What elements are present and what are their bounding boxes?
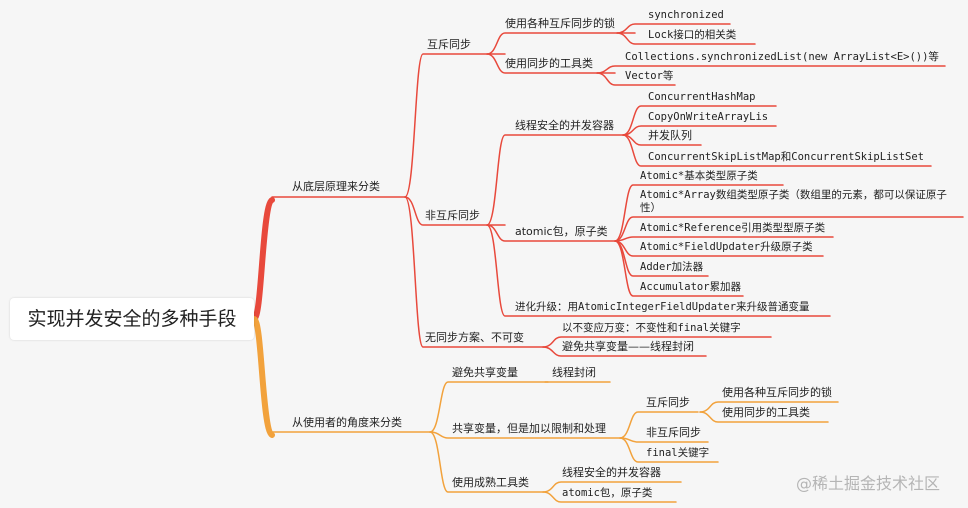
node-mutex-locks[interactable]: 使用各种互斥同步的锁 bbox=[505, 17, 615, 30]
branch-underlying-principle[interactable]: 从底层原理来分类 bbox=[292, 180, 380, 193]
leaf-skip-list[interactable]: ConcurrentSkipListMap和ConcurrentSkipList… bbox=[648, 151, 925, 163]
link-mutex-2 bbox=[619, 411, 699, 439]
node-non-mutex-2[interactable]: 非互斥同步 bbox=[646, 426, 701, 439]
link-accum bbox=[614, 240, 744, 297]
link-lock-iface bbox=[616, 32, 756, 45]
link-final bbox=[619, 437, 719, 463]
link-containers bbox=[486, 134, 624, 226]
link-atomic-2 bbox=[542, 491, 677, 503]
leaf-lock-interface[interactable]: Lock接口的相关类 bbox=[648, 29, 737, 41]
link-shared bbox=[429, 431, 621, 439]
link-upgrade bbox=[486, 224, 831, 317]
node-mature-tools[interactable]: 使用成熟工具类 bbox=[452, 476, 529, 489]
link-mature bbox=[429, 431, 544, 493]
leaf-adder[interactable]: Adder加法器 bbox=[640, 261, 704, 273]
leaf-synchronized[interactable]: synchronized bbox=[648, 9, 724, 21]
link-skiplist bbox=[622, 134, 932, 167]
node-shared-restricted[interactable]: 共享变量，但是加以限制和处理 bbox=[452, 422, 606, 435]
node-atomic-package[interactable]: atomic包，原子类 bbox=[515, 225, 608, 238]
link-atomic-basic bbox=[614, 184, 784, 242]
leaf-vector[interactable]: Vector等 bbox=[625, 70, 674, 82]
node-no-sync[interactable]: 无同步方案、不可变 bbox=[425, 331, 524, 344]
leaf-concurrent-queue[interactable]: 并发队列 bbox=[648, 129, 692, 142]
node-avoid-shared[interactable]: 避免共享变量 bbox=[452, 366, 518, 379]
root-link-principle bbox=[251, 197, 275, 322]
node-final-keyword[interactable]: final关键字 bbox=[646, 447, 710, 459]
link-tools-2 bbox=[699, 411, 829, 423]
link-confine bbox=[542, 346, 707, 357]
node-non-mutex-sync[interactable]: 非互斥同步 bbox=[425, 209, 480, 222]
node-upgrade[interactable]: 进化升级：用AtomicIntegerFieldUpdater来升级普通变量 bbox=[515, 301, 810, 313]
root-node[interactable]: 实现并发安全的多种手段 bbox=[10, 298, 254, 340]
link-nosync bbox=[404, 196, 544, 348]
leaf-atomic-field-updater[interactable]: Atomic*FieldUpdater升级原子类 bbox=[640, 241, 813, 253]
leaf-thread-confinement-2[interactable]: 线程封闭 bbox=[552, 366, 596, 379]
leaf-atomic-basic[interactable]: Atomic*基本类型原子类 bbox=[640, 170, 758, 182]
node-sync-tools[interactable]: 使用同步的工具类 bbox=[505, 57, 593, 70]
link-atomic bbox=[486, 224, 616, 242]
node-mutex-sync-2[interactable]: 互斥同步 bbox=[646, 396, 690, 409]
leaf-synchronized-list[interactable]: Collections.synchronizedList(new ArrayLi… bbox=[625, 51, 939, 63]
node-concurrent-containers[interactable]: 线程安全的并发容器 bbox=[515, 119, 614, 132]
leaf-sync-tools-2[interactable]: 使用同步的工具类 bbox=[722, 406, 810, 419]
link-locks bbox=[486, 32, 636, 55]
link-vector bbox=[596, 72, 676, 86]
leaf-concurrent-hashmap[interactable]: ConcurrentHashMap bbox=[648, 91, 756, 103]
node-mutex-sync[interactable]: 互斥同步 bbox=[427, 38, 471, 51]
link-mutex bbox=[404, 53, 506, 198]
branch-user-perspective[interactable]: 从使用者的角度来分类 bbox=[292, 416, 402, 429]
link-tools bbox=[486, 53, 616, 74]
leaf-atomic-reference[interactable]: Atomic*Reference引用类型型原子类 bbox=[640, 222, 826, 234]
leaf-accumulator[interactable]: Accumulator累加器 bbox=[640, 281, 742, 293]
watermark: @稀土掘金技术社区 bbox=[796, 474, 941, 493]
leaf-atomic-package-2[interactable]: atomic包，原子类 bbox=[562, 487, 653, 499]
link-nonmutex bbox=[404, 196, 506, 226]
leaf-thread-confinement[interactable]: 避免共享变量——线程封闭 bbox=[562, 340, 694, 353]
leaf-concurrent-containers-2[interactable]: 线程安全的并发容器 bbox=[562, 466, 661, 479]
leaf-copy-on-write[interactable]: CopyOnWriteArrayLis bbox=[648, 111, 769, 123]
link-cow bbox=[622, 125, 777, 136]
leaf-mutex-locks-2[interactable]: 使用各种互斥同步的锁 bbox=[722, 386, 832, 399]
leaf-immutability[interactable]: 以不变应万变：不变性和final关键字 bbox=[562, 322, 741, 334]
root-link-user bbox=[251, 316, 275, 438]
link-avoid bbox=[429, 381, 549, 433]
leaf-atomic-array[interactable]: Atomic*Array数组类型原子类（数组里的元素，都可以保证原子性） bbox=[640, 189, 947, 214]
